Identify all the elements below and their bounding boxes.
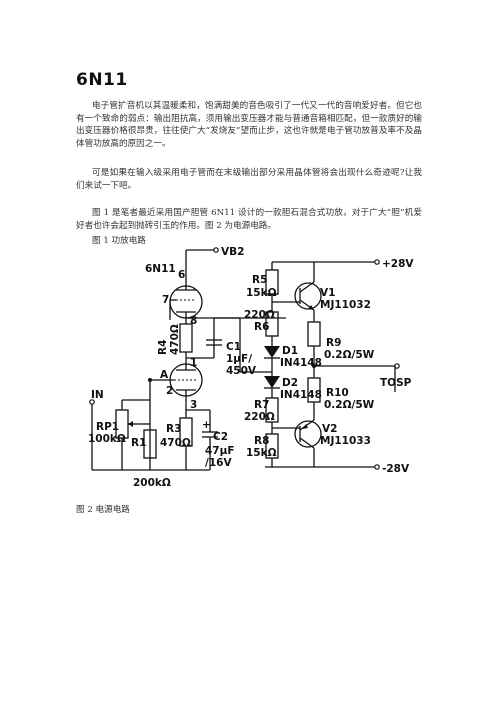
d1-part: IN4148 bbox=[280, 357, 322, 369]
transistor-v2: V2 MJ11033 bbox=[294, 402, 371, 467]
r1-name: R1 bbox=[131, 437, 146, 449]
node-a-label: A bbox=[160, 369, 169, 381]
c1-voltage: 450V bbox=[226, 365, 257, 377]
v2-part: MJ11033 bbox=[320, 435, 371, 447]
v2-name: V2 bbox=[322, 423, 337, 435]
resistor-r8: R8 15kΩ bbox=[246, 428, 279, 467]
c2-name: C2 bbox=[213, 431, 228, 443]
r10-value: 0.2Ω/5W bbox=[324, 399, 375, 411]
r3-name: R3 bbox=[166, 423, 181, 435]
paragraph-question: 可是如果在输入级采用电子管而在末级输出部分采用晶体管将会出现什么奇迹呢?让我们来… bbox=[76, 168, 422, 191]
vminus-label: -28V bbox=[382, 463, 410, 475]
r5-value: 15kΩ bbox=[246, 287, 277, 299]
output-terminal: TOSP bbox=[312, 363, 412, 392]
paragraph-figure-intro: 图 1 是笔者最近采用国产胆管 6N11 设计的一款胆石混合式功放，对于广大“胆… bbox=[76, 208, 422, 231]
rp1-name: RP1 bbox=[96, 421, 119, 433]
pin-2: 2 bbox=[166, 385, 173, 397]
pin-6: 6 bbox=[178, 269, 185, 281]
figure1-caption: 图 1 功放电路 bbox=[92, 236, 146, 246]
pin-3: 3 bbox=[190, 399, 197, 411]
r7-value: 220Ω bbox=[244, 411, 275, 423]
r8-name: R8 bbox=[254, 435, 269, 447]
r7-name: R7 bbox=[254, 399, 269, 411]
r1-value: 200kΩ bbox=[133, 477, 171, 489]
r5-name: R5 bbox=[252, 274, 267, 286]
potentiometer-rp1: RP1 100kΩ bbox=[88, 399, 150, 470]
pin-8: 8 bbox=[190, 315, 197, 327]
resistor-r1: R1 200kΩ bbox=[131, 429, 171, 489]
r10-name: R10 bbox=[326, 387, 349, 399]
page-title: 6N11 bbox=[76, 70, 128, 90]
output-label: TOSP bbox=[380, 377, 412, 389]
figure2-caption: 图 2 电源电路 bbox=[76, 505, 130, 515]
pin-1: 1 bbox=[190, 357, 197, 369]
d2-name: D2 bbox=[282, 377, 298, 389]
input-label: IN bbox=[91, 389, 104, 401]
c2-voltage: /16V bbox=[205, 457, 232, 469]
c2-value: 47μF bbox=[205, 445, 235, 457]
capacitor-c1: C1 1μF/ 450V bbox=[186, 318, 257, 377]
resistor-r9: R9 0.2Ω/5W bbox=[307, 321, 375, 366]
paragraph-intro: 电子管扩音机以其温暖柔和，饱满甜美的音色吸引了一代又一代的音响爱好者。但它也有一… bbox=[76, 101, 422, 149]
r3-value: 470Ω bbox=[160, 437, 191, 449]
diode-d1: D1 IN4148 bbox=[264, 345, 322, 376]
transistor-v1: V1 MJ11032 bbox=[294, 262, 371, 322]
tube-upper bbox=[169, 280, 203, 319]
d1-name: D1 bbox=[282, 345, 298, 357]
resistor-r4: R4 470Ω bbox=[157, 322, 193, 358]
input-terminal: IN bbox=[89, 389, 104, 470]
capacitor-c2: + C2 47μF /16V bbox=[202, 410, 235, 470]
v1-part: MJ11032 bbox=[320, 299, 371, 311]
resistor-r6: 220Ω R6 bbox=[244, 302, 279, 346]
diode-d2: D2 IN4148 bbox=[264, 376, 322, 401]
d2-part: IN4148 bbox=[280, 389, 322, 401]
rp1-value: 100kΩ bbox=[88, 433, 126, 445]
c1-value: 1μF/ bbox=[226, 353, 252, 365]
plus-rail: +28V bbox=[314, 258, 414, 270]
vb2-terminal: VB2 bbox=[185, 246, 244, 280]
r4-value: 470Ω bbox=[169, 324, 181, 355]
resistor-r7: R7 220Ω bbox=[244, 397, 279, 428]
resistor-r10: R10 0.2Ω/5W bbox=[307, 366, 375, 411]
resistor-r5: R5 15kΩ bbox=[246, 261, 314, 302]
v1-name: V1 bbox=[320, 287, 335, 299]
r6-value: 220Ω bbox=[244, 309, 275, 321]
svg-text:+: + bbox=[202, 419, 211, 431]
vplus-label: +28V bbox=[382, 258, 414, 270]
c1-name: C1 bbox=[226, 341, 241, 353]
r8-value: 15kΩ bbox=[246, 447, 277, 459]
r9-value: 0.2Ω/5W bbox=[324, 349, 375, 361]
vb2-label: VB2 bbox=[221, 246, 244, 258]
r4-name: R4 bbox=[157, 340, 169, 355]
tube-name: 6N11 bbox=[145, 263, 176, 275]
r6-name: R6 bbox=[254, 321, 269, 333]
r9-name: R9 bbox=[326, 337, 341, 349]
minus-rail: -28V bbox=[265, 463, 410, 475]
pin-7: 7 bbox=[162, 294, 169, 306]
resistor-r3: R3 470Ω bbox=[160, 410, 193, 470]
